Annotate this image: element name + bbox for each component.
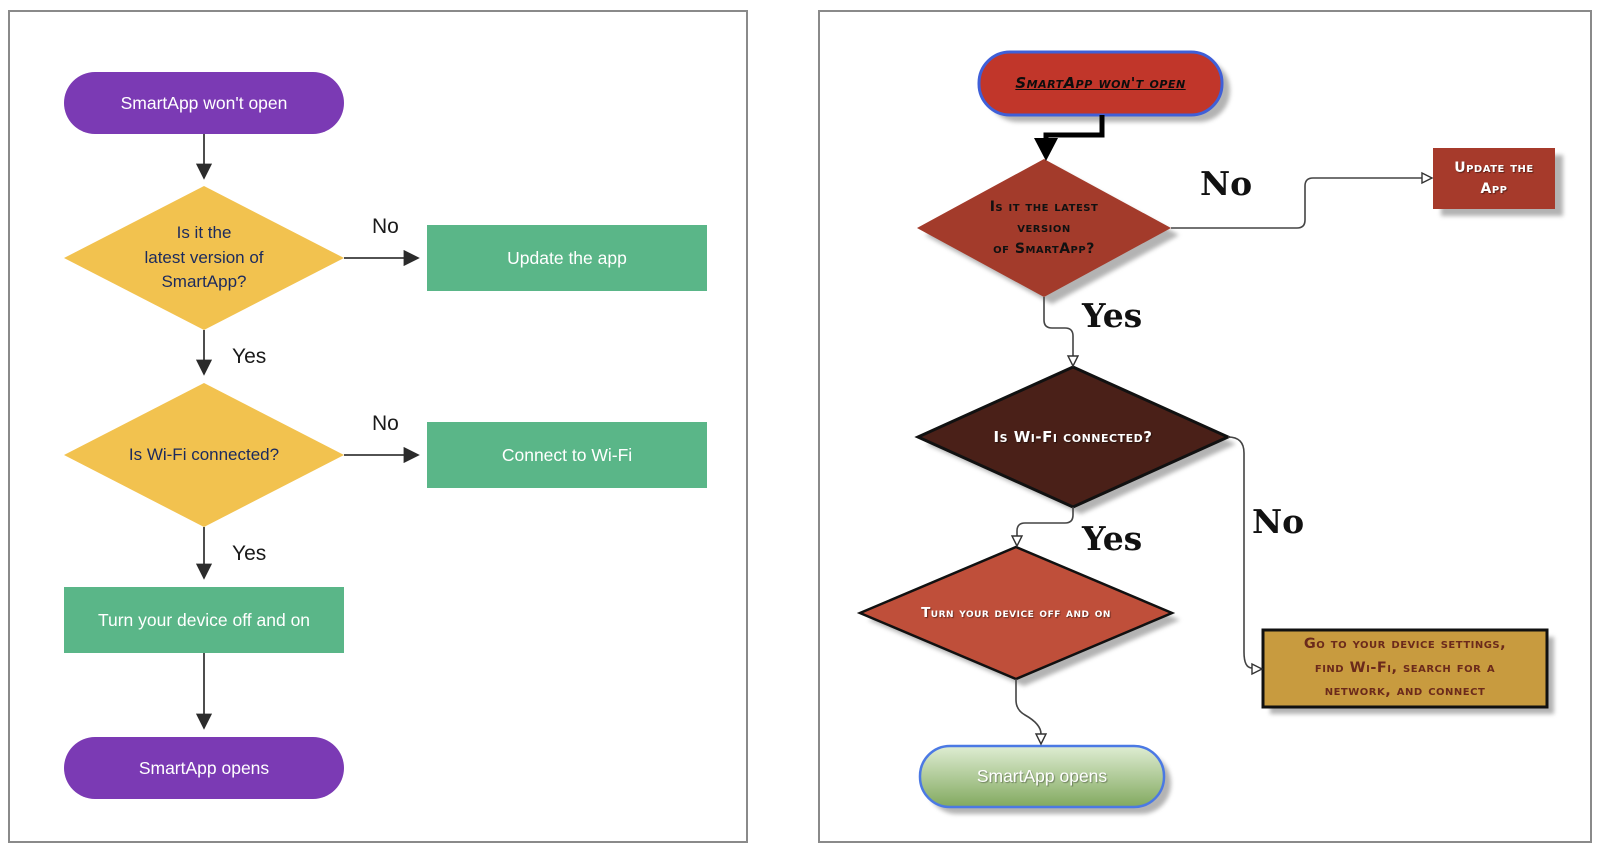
- connect-wifi-label: Connect to Wi-Fi: [501, 444, 633, 465]
- arrow-start-to-version: [1043, 115, 1105, 145]
- update-app-node: Update the App: [1433, 148, 1555, 209]
- version-question-node: Is it the latest version of SmartApp?: [934, 180, 1154, 276]
- wifi-question-node: Is Wi-Fi connected?: [933, 407, 1213, 467]
- edge-label-no-2: No: [1252, 502, 1305, 541]
- version-question-diamond: Is it the latest version of SmartApp?: [64, 186, 344, 330]
- start-node-label: SmartApp won't open: [120, 92, 288, 113]
- arrowhead-start: [1034, 138, 1058, 161]
- end-node-label: SmartApp opens: [976, 766, 1108, 786]
- version-question-label: Is it the latest version of SmartApp?: [989, 198, 1099, 257]
- edge-label-no-2: No: [372, 412, 399, 435]
- restart-device-label: Turn your device off and on: [921, 604, 1111, 621]
- arrowhead-settings: [1251, 662, 1264, 676]
- settings-node-label: Go to your device settings, find Wi-Fi, …: [1303, 635, 1507, 700]
- right-flowchart-panel: SmartApp won't open Is it the latest ver…: [818, 10, 1592, 843]
- start-node: SmartApp won't open: [979, 52, 1222, 115]
- arrowhead-restart: [1010, 535, 1024, 548]
- end-node: SmartApp opens: [920, 746, 1164, 807]
- edge-label-no-1: No: [372, 215, 399, 238]
- wifi-question-label: Is Wi-Fi connected?: [993, 427, 1153, 446]
- connect-wifi-node: Connect to Wi-Fi: [427, 422, 707, 488]
- wifi-question-label: Is Wi-Fi connected?: [128, 444, 280, 464]
- restart-device-node: Turn your device off and on: [866, 583, 1166, 643]
- end-node: SmartApp opens: [64, 737, 344, 799]
- update-app-node: Update the app: [427, 225, 707, 291]
- arrowhead-end: [1034, 733, 1048, 746]
- arrow-wifi-to-settings: [1227, 436, 1253, 669]
- arrowhead-update: [1421, 171, 1434, 185]
- edge-label-yes-2: Yes: [1082, 519, 1143, 558]
- update-app-label: Update the App: [1454, 159, 1534, 197]
- left-flowchart-panel: SmartApp won't open Is it the latest ver…: [8, 10, 748, 843]
- edge-label-yes-1: Yes: [232, 345, 267, 368]
- settings-node: Go to your device settings, find Wi-Fi, …: [1271, 633, 1539, 704]
- end-node-label: SmartApp opens: [138, 757, 270, 778]
- start-node: SmartApp won't open: [64, 72, 344, 134]
- arrow-wifi-to-restart: [1016, 507, 1074, 536]
- arrowhead-wifi: [1066, 355, 1080, 368]
- edge-label-no-1: No: [1200, 164, 1253, 203]
- arrow-restart-to-end: [1015, 679, 1042, 735]
- restart-device-node: Turn your device off and on: [64, 587, 344, 653]
- start-node-label: SmartApp won't open: [1015, 74, 1186, 93]
- edge-label-yes-2: Yes: [232, 542, 267, 565]
- version-question-label: Is it the latest version of SmartApp?: [144, 223, 264, 292]
- edge-label-yes-1: Yes: [1082, 296, 1143, 335]
- arrow-version-to-wifi: [1043, 297, 1074, 356]
- wifi-question-diamond: Is Wi-Fi connected?: [64, 383, 344, 527]
- restart-device-label: Turn your device off and on: [97, 609, 311, 630]
- update-app-label: Update the app: [507, 247, 627, 268]
